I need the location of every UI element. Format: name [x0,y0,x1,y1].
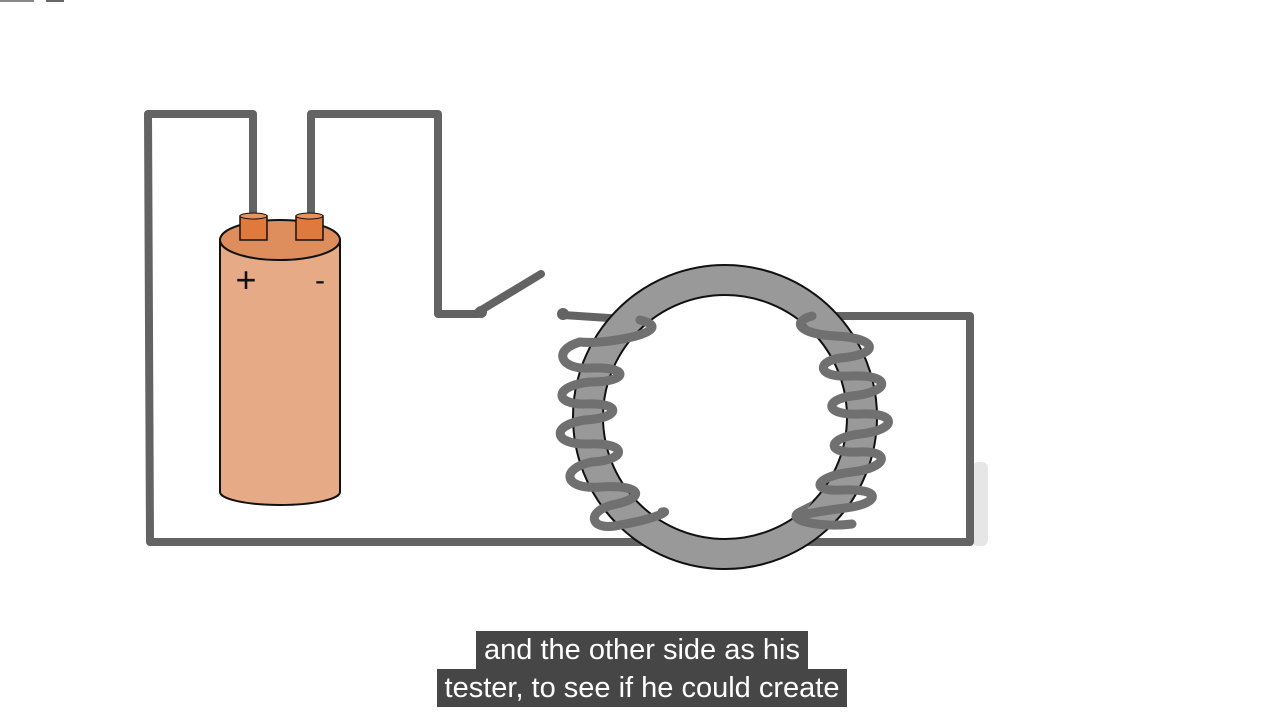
battery-terminal-negative-top [295,212,324,220]
corner-artifact [0,0,64,2]
wire-negative-to-switch [307,110,482,318]
battery-body [219,239,341,506]
background-smudge [972,462,988,546]
right-winding [791,311,893,530]
caption-line-2: tester, to see if he could create [436,669,848,707]
left-winding [555,315,669,531]
switch-lever [474,270,545,316]
battery-negative-sign: - [315,264,325,297]
battery-terminal-negative [295,215,324,241]
wire-positive-loop [144,110,974,546]
switch-pivot [475,306,487,318]
battery-positive-sign: + [235,259,256,300]
caption-line-1: and the other side as his [476,631,808,669]
toroid-coil-icon [555,264,893,570]
battery-icon: + - [219,212,341,506]
battery-terminal-positive-top [239,212,268,220]
switch-contact [557,308,569,320]
subtitle-captions: and the other side as his tester, to see… [0,631,1284,707]
battery-terminal-positive [239,215,268,241]
